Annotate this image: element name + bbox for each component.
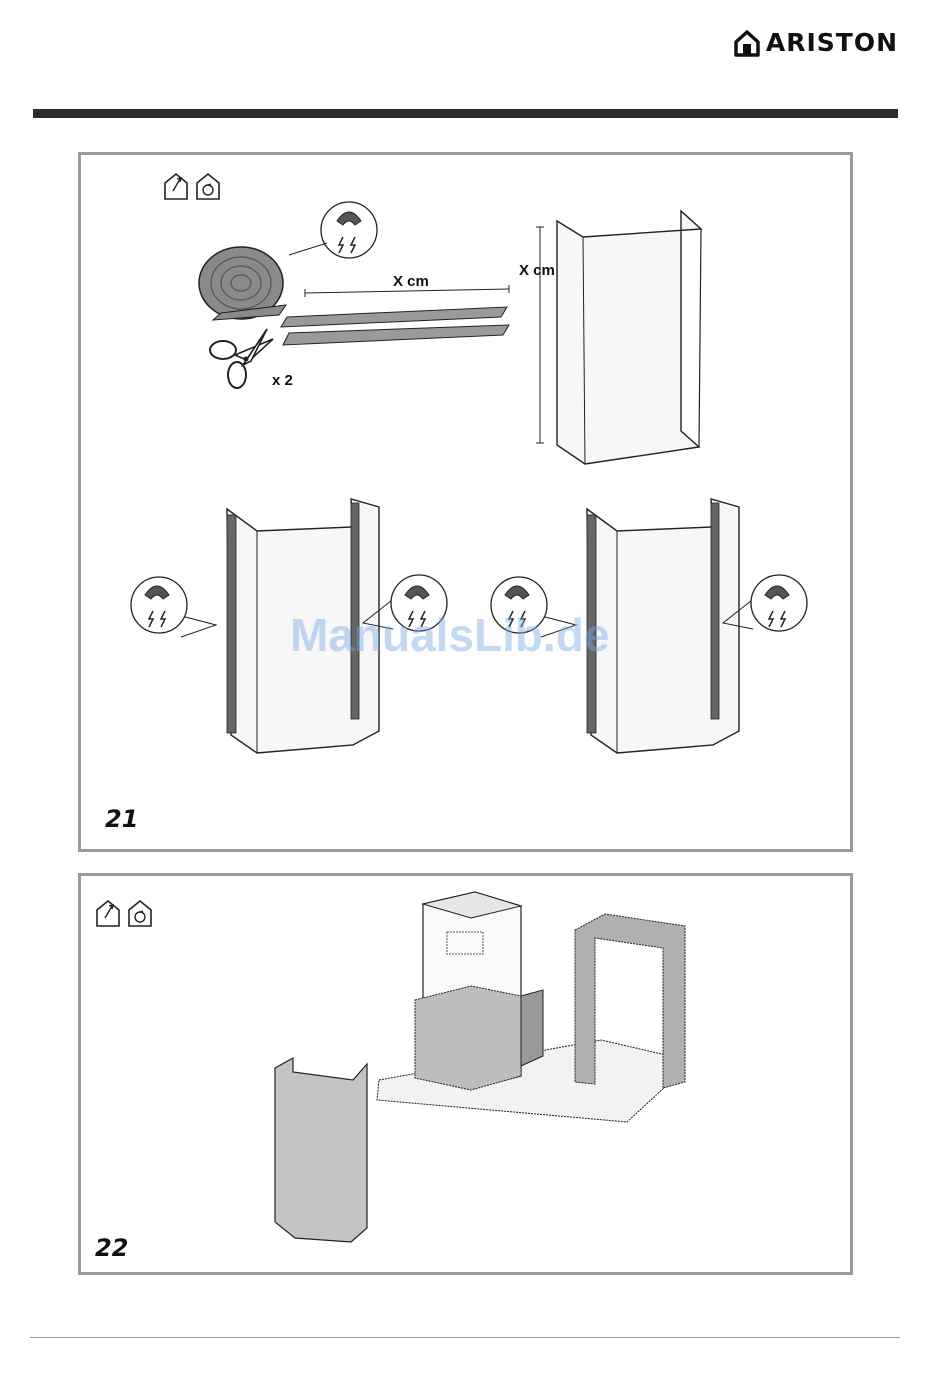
figure-22-drawing bbox=[81, 876, 856, 1278]
house-logo-icon bbox=[734, 29, 760, 57]
magnet-icon bbox=[289, 202, 377, 258]
recirculation-mode-icon bbox=[129, 901, 151, 926]
figure-number: 22 bbox=[95, 1234, 128, 1262]
magnetic-tape-roll bbox=[199, 247, 286, 320]
figure-22-panel: 22 bbox=[78, 873, 853, 1275]
chimney-channel-right bbox=[491, 499, 807, 753]
tape-strips bbox=[281, 285, 509, 345]
chimney-channel-measure bbox=[536, 211, 701, 464]
hood-body bbox=[415, 892, 543, 1090]
horizontal-dimension-label: X cm bbox=[393, 273, 429, 290]
figure-21-drawing bbox=[81, 155, 856, 855]
recirculation-mode-icon bbox=[197, 174, 219, 199]
vertical-dimension-label: X cm bbox=[519, 262, 555, 279]
figure-number: 21 bbox=[105, 805, 138, 833]
brand-name: ARISTON bbox=[766, 28, 898, 57]
exhaust-mode-icon bbox=[165, 174, 187, 199]
scissors-icon bbox=[210, 329, 273, 388]
chimney-channel-left bbox=[131, 499, 447, 753]
exhaust-mode-icon bbox=[97, 901, 119, 926]
brand-logo: ARISTON bbox=[734, 28, 898, 57]
footer-rule bbox=[30, 1337, 900, 1338]
chimney-cover-front bbox=[275, 1058, 367, 1242]
header-rule bbox=[33, 109, 898, 118]
quantity-label: x 2 bbox=[272, 372, 293, 389]
figure-21-panel: X cm X cm x 2 21 bbox=[78, 152, 853, 852]
